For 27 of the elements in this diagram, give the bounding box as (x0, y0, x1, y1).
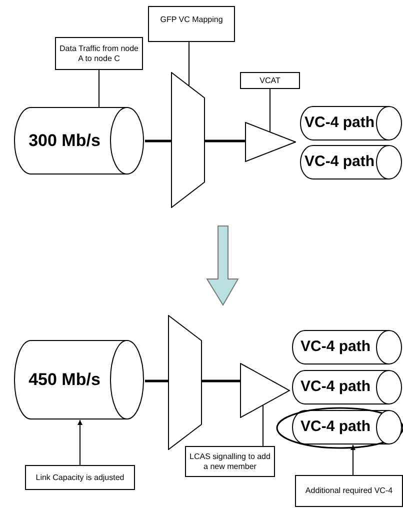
arrow (78, 420, 82, 466)
arrow (350, 444, 356, 476)
link-line (145, 380, 168, 382)
cylinder-link: 300 Mb/s (14, 107, 145, 175)
pipe-cylinder: VC-4 path (292, 330, 403, 365)
callout-box: Additional required VC-4 (295, 475, 403, 507)
leader-line (188, 42, 190, 86)
callout-box: VCAT (240, 72, 300, 89)
callout-box: LCAS signalling to add a new member (185, 446, 275, 477)
pipe-cylinder: VC-4 path (300, 145, 403, 180)
triangle-symbol (240, 363, 290, 418)
multiplexer-trapezoid (168, 315, 202, 450)
callout-box: Data Traffic from node A to node C (55, 37, 143, 70)
triangle-symbol (245, 122, 296, 162)
block-arrow (206, 226, 239, 306)
pipe-cylinder: VC-4 path (292, 370, 403, 405)
callout-box: Link Capacity is adjusted (25, 465, 135, 490)
cylinder-link: 450 Mb/s (14, 340, 145, 420)
callout-box: GFP VC Mapping (148, 6, 235, 42)
multiplexer-trapezoid (171, 72, 205, 208)
link-line (205, 140, 245, 142)
leader-line (262, 404, 264, 446)
pipe-cylinder: VC-4 path (300, 106, 403, 141)
link-line (202, 380, 240, 382)
leader-line (98, 70, 100, 108)
pipe-cylinder: VC-4 path (292, 410, 403, 445)
link-line (145, 140, 171, 142)
